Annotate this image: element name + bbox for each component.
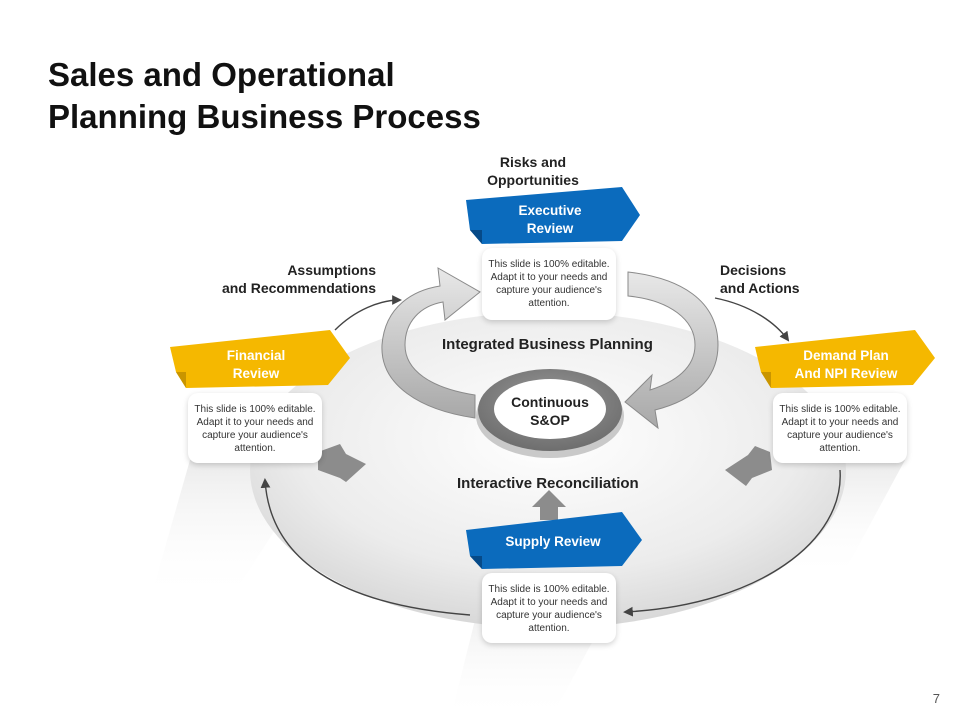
cycle-arrow-left xyxy=(381,267,481,419)
page-number: 7 xyxy=(932,691,940,706)
outer-arrow-top-right xyxy=(714,297,790,342)
banner-executive xyxy=(466,187,640,244)
label-integrated-planning: Integrated Business Planning xyxy=(442,336,653,353)
banner-demand xyxy=(755,330,935,388)
core-label: Continuous S&OP xyxy=(511,394,589,428)
outer-arrow-bottom-left xyxy=(260,478,471,616)
label-assumptions: Assumptions and Recommendations xyxy=(221,262,376,296)
outer-arrow-bottom-right xyxy=(623,469,841,617)
demand-plan-title: Demand Plan And NPI Review xyxy=(794,348,898,381)
supply-review-title: Supply Review xyxy=(505,534,601,549)
financial-review-card: This slide is 100% editable. Adapt it to… xyxy=(188,393,322,463)
title-line-1: Sales and Operational xyxy=(48,56,395,93)
base-ellipse xyxy=(250,312,846,628)
feed-arrow-bottom xyxy=(532,490,566,520)
outer-arrow-top-left xyxy=(334,295,402,331)
banner-supply xyxy=(466,512,642,569)
feed-arrow-left xyxy=(318,444,366,482)
core-disc xyxy=(494,379,606,439)
demand-plan-card: This slide is 100% editable. Adapt it to… xyxy=(773,393,907,463)
cycle-arrow-right xyxy=(624,271,719,430)
label-decisions: Decisions and Actions xyxy=(720,262,800,296)
supply-review-card: This slide is 100% editable. Adapt it to… xyxy=(482,573,616,643)
executive-review-card: This slide is 100% editable. Adapt it to… xyxy=(482,248,616,320)
feed-arrow-right xyxy=(725,446,772,486)
banner-financial xyxy=(170,330,350,388)
financial-review-title: Financial Review xyxy=(226,348,286,381)
executive-review-title: Executive Review xyxy=(518,203,582,236)
label-interactive-reconciliation: Interactive Reconciliation xyxy=(457,475,639,492)
label-risks: Risks and Opportunities xyxy=(487,154,579,188)
page-title: Sales and Operational Planning Business … xyxy=(48,54,481,138)
title-line-2: Planning Business Process xyxy=(48,98,481,135)
